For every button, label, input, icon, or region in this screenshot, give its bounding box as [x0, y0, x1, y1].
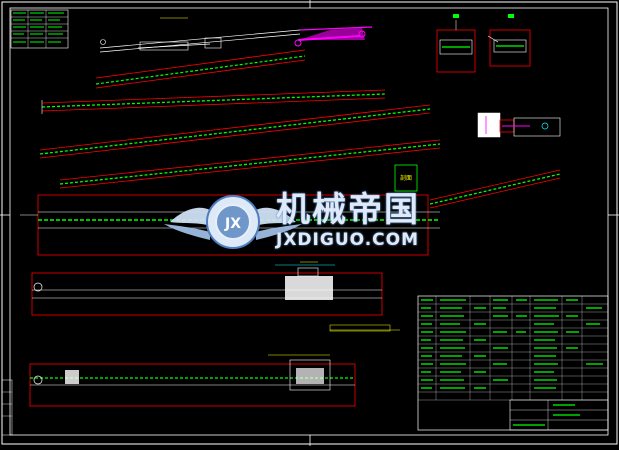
conveyor-section-1: [95, 49, 306, 89]
conveyor-section-4: [59, 139, 441, 189]
section-label: 剖面: [400, 174, 412, 182]
drawing-inner-frame: [9, 7, 609, 436]
plan-view: [31, 261, 400, 332]
cross-section-views: [436, 14, 531, 73]
conveyor-incline-right: 剖面: [394, 164, 561, 209]
lower-plan-view: [29, 354, 356, 407]
detail-view: [477, 112, 561, 138]
gear-wings-logo-icon: JX: [164, 195, 302, 249]
parts-list-table: [417, 295, 609, 431]
watermark-domain: JXDIGUO.COM: [276, 230, 420, 250]
conveyor-section-3: [39, 104, 431, 159]
conveyor-section-2: [41, 89, 386, 114]
watermark-title-cn: 机械帝国: [276, 190, 420, 230]
watermark-title: 机械帝国: [276, 192, 461, 232]
emblem-letter: JX: [224, 216, 241, 232]
spec-table-small: [10, 9, 69, 49]
conveyor-overview: [99, 17, 373, 53]
revision-block: [1, 379, 13, 436]
